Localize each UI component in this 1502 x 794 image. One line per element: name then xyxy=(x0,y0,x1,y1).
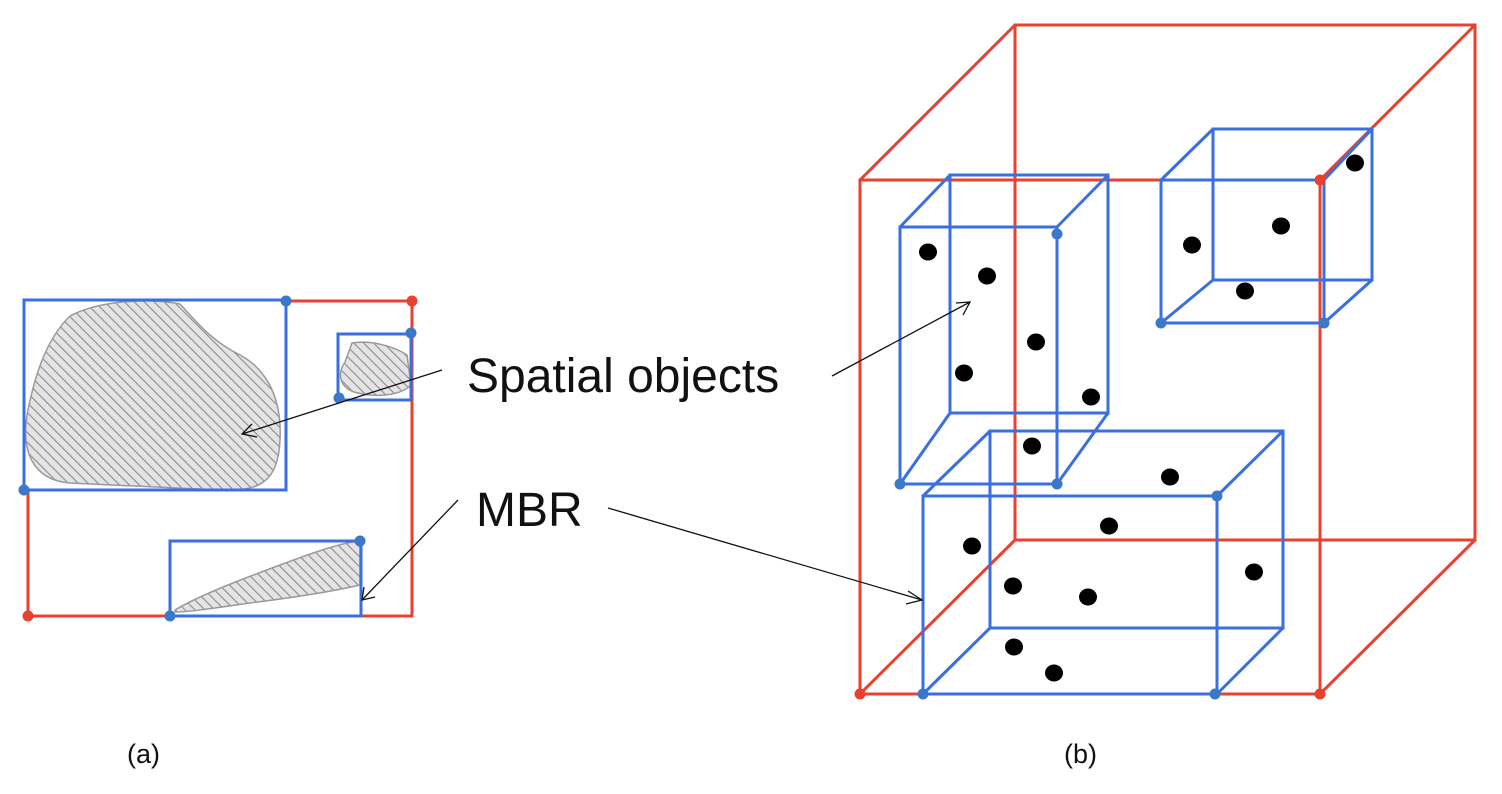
corner-dot-red xyxy=(22,610,34,622)
spatial-points xyxy=(919,154,1364,682)
spatial-object-large xyxy=(24,300,281,491)
point xyxy=(1100,517,1118,535)
corner-dot-blue xyxy=(894,478,906,490)
corner-dot-blue xyxy=(917,688,929,700)
panel-a-2d-mbr xyxy=(18,295,418,622)
point xyxy=(1079,588,1097,606)
corner-dot-blue xyxy=(1155,317,1167,329)
corner-dot-blue xyxy=(1318,317,1330,329)
corner-dot-blue xyxy=(18,484,30,496)
corner-dot-blue xyxy=(280,295,292,307)
mbr-box-bottom xyxy=(921,429,1285,696)
point xyxy=(978,267,996,285)
point xyxy=(1045,664,1063,682)
point xyxy=(963,537,981,555)
point xyxy=(1183,236,1201,254)
point xyxy=(1346,154,1364,172)
point xyxy=(1245,563,1263,581)
mbr-elongated xyxy=(168,539,363,618)
corner-dot-red xyxy=(1314,688,1326,700)
mbr-label: MBR xyxy=(476,484,583,537)
point xyxy=(919,243,937,261)
point xyxy=(1005,638,1023,656)
point xyxy=(1082,388,1100,406)
corner-dot-blue xyxy=(405,327,417,339)
spatial-object-small xyxy=(339,341,412,397)
mbr-box-left xyxy=(898,173,1110,486)
corner-dot-red xyxy=(1314,174,1326,186)
point xyxy=(1272,217,1290,235)
pointer-arrow xyxy=(361,499,459,601)
corner-dot-red xyxy=(854,688,866,700)
mbr-small xyxy=(336,332,413,402)
corner-dot-blue xyxy=(1211,490,1223,502)
panel-a-label: (a) xyxy=(127,739,160,769)
mbr-large xyxy=(22,298,288,492)
outer-mbr-b xyxy=(858,23,1477,696)
pointer-arrow xyxy=(831,301,972,377)
corner-dot-blue xyxy=(1051,478,1063,490)
corner-dot-blue xyxy=(333,392,345,404)
corner-dot-blue xyxy=(354,535,366,547)
corner-dot-blue xyxy=(1209,688,1221,700)
panel-b-3d-mbr xyxy=(854,23,1477,700)
corner-dot-blue xyxy=(164,610,176,622)
point xyxy=(1004,577,1022,595)
corner-dot-red xyxy=(406,295,418,307)
corner-dot-blue xyxy=(1051,228,1063,240)
annotations: Spatial objects MBR (a) (b) xyxy=(127,301,1097,769)
point xyxy=(1023,437,1041,455)
pointer-arrow xyxy=(607,507,924,605)
spatial-objects-label: Spatial objects xyxy=(467,350,779,403)
spatial-object-elongated xyxy=(174,540,361,613)
mbr-box-right xyxy=(1159,127,1374,325)
point xyxy=(1161,468,1179,486)
point xyxy=(1236,282,1254,300)
point xyxy=(955,364,973,382)
pointer-arrow xyxy=(240,369,443,438)
point xyxy=(1027,333,1045,351)
panel-b-label: (b) xyxy=(1064,739,1097,769)
